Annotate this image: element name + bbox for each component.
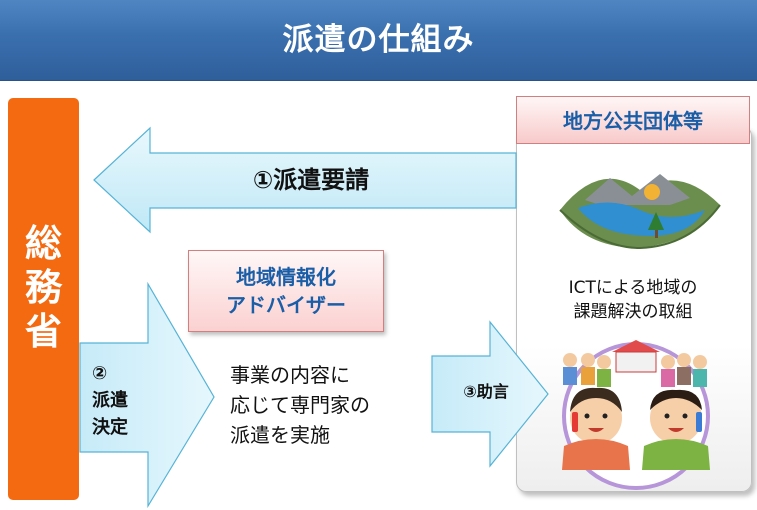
dispatch-line: 決定 bbox=[92, 417, 128, 438]
implementation-line: 事業の内容に bbox=[230, 363, 350, 387]
ministry-char: 省 bbox=[25, 310, 62, 353]
dispatch-arrow-label: ② 派遣 決定 bbox=[92, 360, 128, 441]
local-government-title: 地方公共団体等 bbox=[516, 96, 750, 144]
advisor-line: 地域情報化 bbox=[236, 265, 336, 289]
people-illustration bbox=[562, 340, 710, 490]
ministry-char: 務 bbox=[25, 266, 62, 309]
implementation-text: 事業の内容に 応じて専門家の 派遣を実施 bbox=[230, 360, 370, 450]
advice-arrow-label: ③助言 bbox=[463, 382, 509, 401]
dispatch-line: 派遣 bbox=[92, 390, 128, 411]
advisor-line: アドバイザー bbox=[226, 293, 346, 317]
advisor-box: 地域情報化 アドバイザー bbox=[188, 250, 384, 332]
ministry-panel bbox=[8, 98, 79, 500]
request-arrow-shape bbox=[93, 126, 517, 234]
implementation-line: 派遣を実施 bbox=[230, 423, 330, 447]
ict-caption-line: ICTによる地域の bbox=[568, 278, 698, 298]
landscape-illustration bbox=[559, 174, 721, 250]
advice-arrow-shape bbox=[431, 320, 549, 468]
implementation-line: 応じて専門家の bbox=[230, 393, 370, 417]
dispatch-arrow-shape bbox=[79, 281, 215, 509]
ict-caption-line: 課題解決の取組 bbox=[573, 302, 693, 322]
ministry-char: 総 bbox=[25, 222, 62, 265]
ict-caption: ICTによる地域の 課題解決の取組 bbox=[518, 276, 748, 324]
title-bar bbox=[0, 0, 757, 81]
page-title: 派遣の仕組み bbox=[282, 22, 475, 58]
request-arrow-label: ①派遣要請 bbox=[252, 166, 370, 194]
dispatch-line: ② bbox=[92, 363, 108, 384]
ministry-label: 総 務 省 bbox=[8, 222, 79, 354]
